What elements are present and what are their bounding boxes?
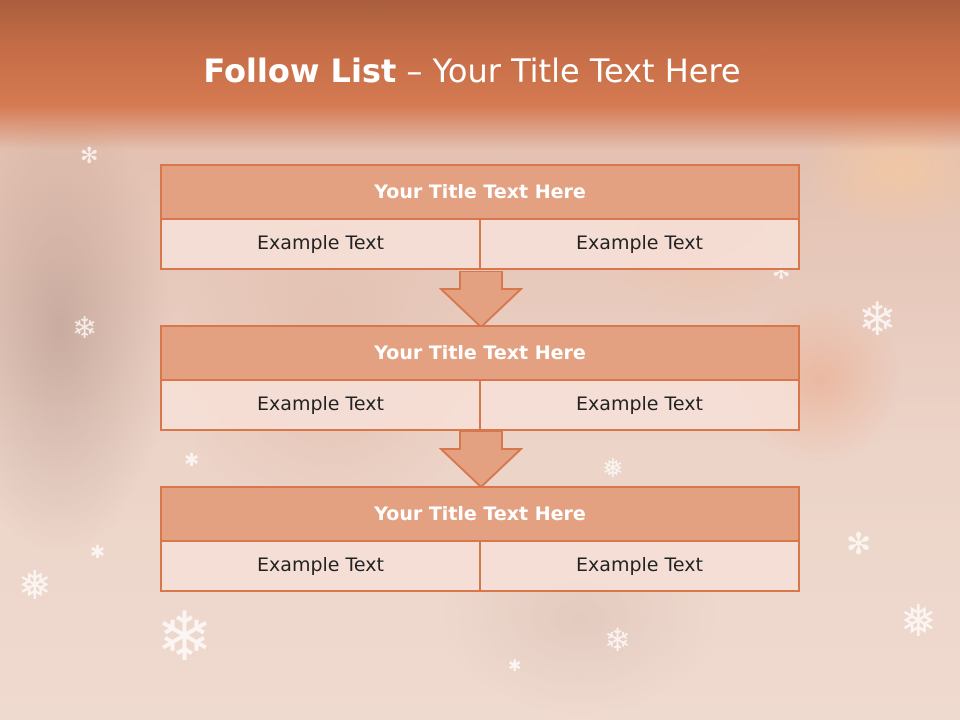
list-item-row: Example Text Example Text: [160, 542, 800, 592]
snowflake-icon: ✱: [508, 656, 522, 675]
header-band: [0, 0, 960, 150]
snowflake-icon: ✻: [846, 527, 872, 562]
list-item-right-text: Example Text: [479, 381, 798, 429]
list-item-title: Your Title Text Here: [160, 486, 800, 542]
snowflake-icon: ✻: [80, 144, 99, 169]
list-item: Your Title Text Here Example Text Exampl…: [160, 325, 800, 431]
snowflake-icon: ❄: [858, 292, 897, 346]
list-item-left-text: Example Text: [162, 542, 479, 590]
snowflake-icon: ✱: [90, 542, 106, 563]
down-arrow-icon: [439, 271, 523, 329]
snowflake-icon: ✱: [184, 450, 200, 471]
list-item-title: Your Title Text Here: [160, 164, 800, 220]
snowflake-icon: ❅: [18, 563, 52, 609]
down-arrow-icon: [439, 431, 523, 489]
list-item-right-text: Example Text: [479, 542, 798, 590]
list-item-row: Example Text Example Text: [160, 220, 800, 270]
snowflake-icon: ❅: [602, 454, 624, 484]
slide-title: Follow List – Your Title Text Here: [0, 52, 944, 90]
snowflake-icon: ❄: [156, 598, 213, 677]
list-item: Your Title Text Here Example Text Exampl…: [160, 164, 800, 270]
list-item-right-text: Example Text: [479, 220, 798, 268]
list-item: Your Title Text Here Example Text Exampl…: [160, 486, 800, 592]
list-item-left-text: Example Text: [162, 220, 479, 268]
list-item-row: Example Text Example Text: [160, 381, 800, 431]
list-item-title: Your Title Text Here: [160, 325, 800, 381]
list-item-left-text: Example Text: [162, 381, 479, 429]
snowflake-icon: ❄: [604, 621, 631, 659]
slide-title-bold: Follow List: [203, 52, 397, 90]
snowflake-icon: ❅: [900, 596, 937, 647]
slide-title-rest: – Your Title Text Here: [396, 52, 741, 90]
snowflake-icon: ❄: [72, 311, 98, 346]
